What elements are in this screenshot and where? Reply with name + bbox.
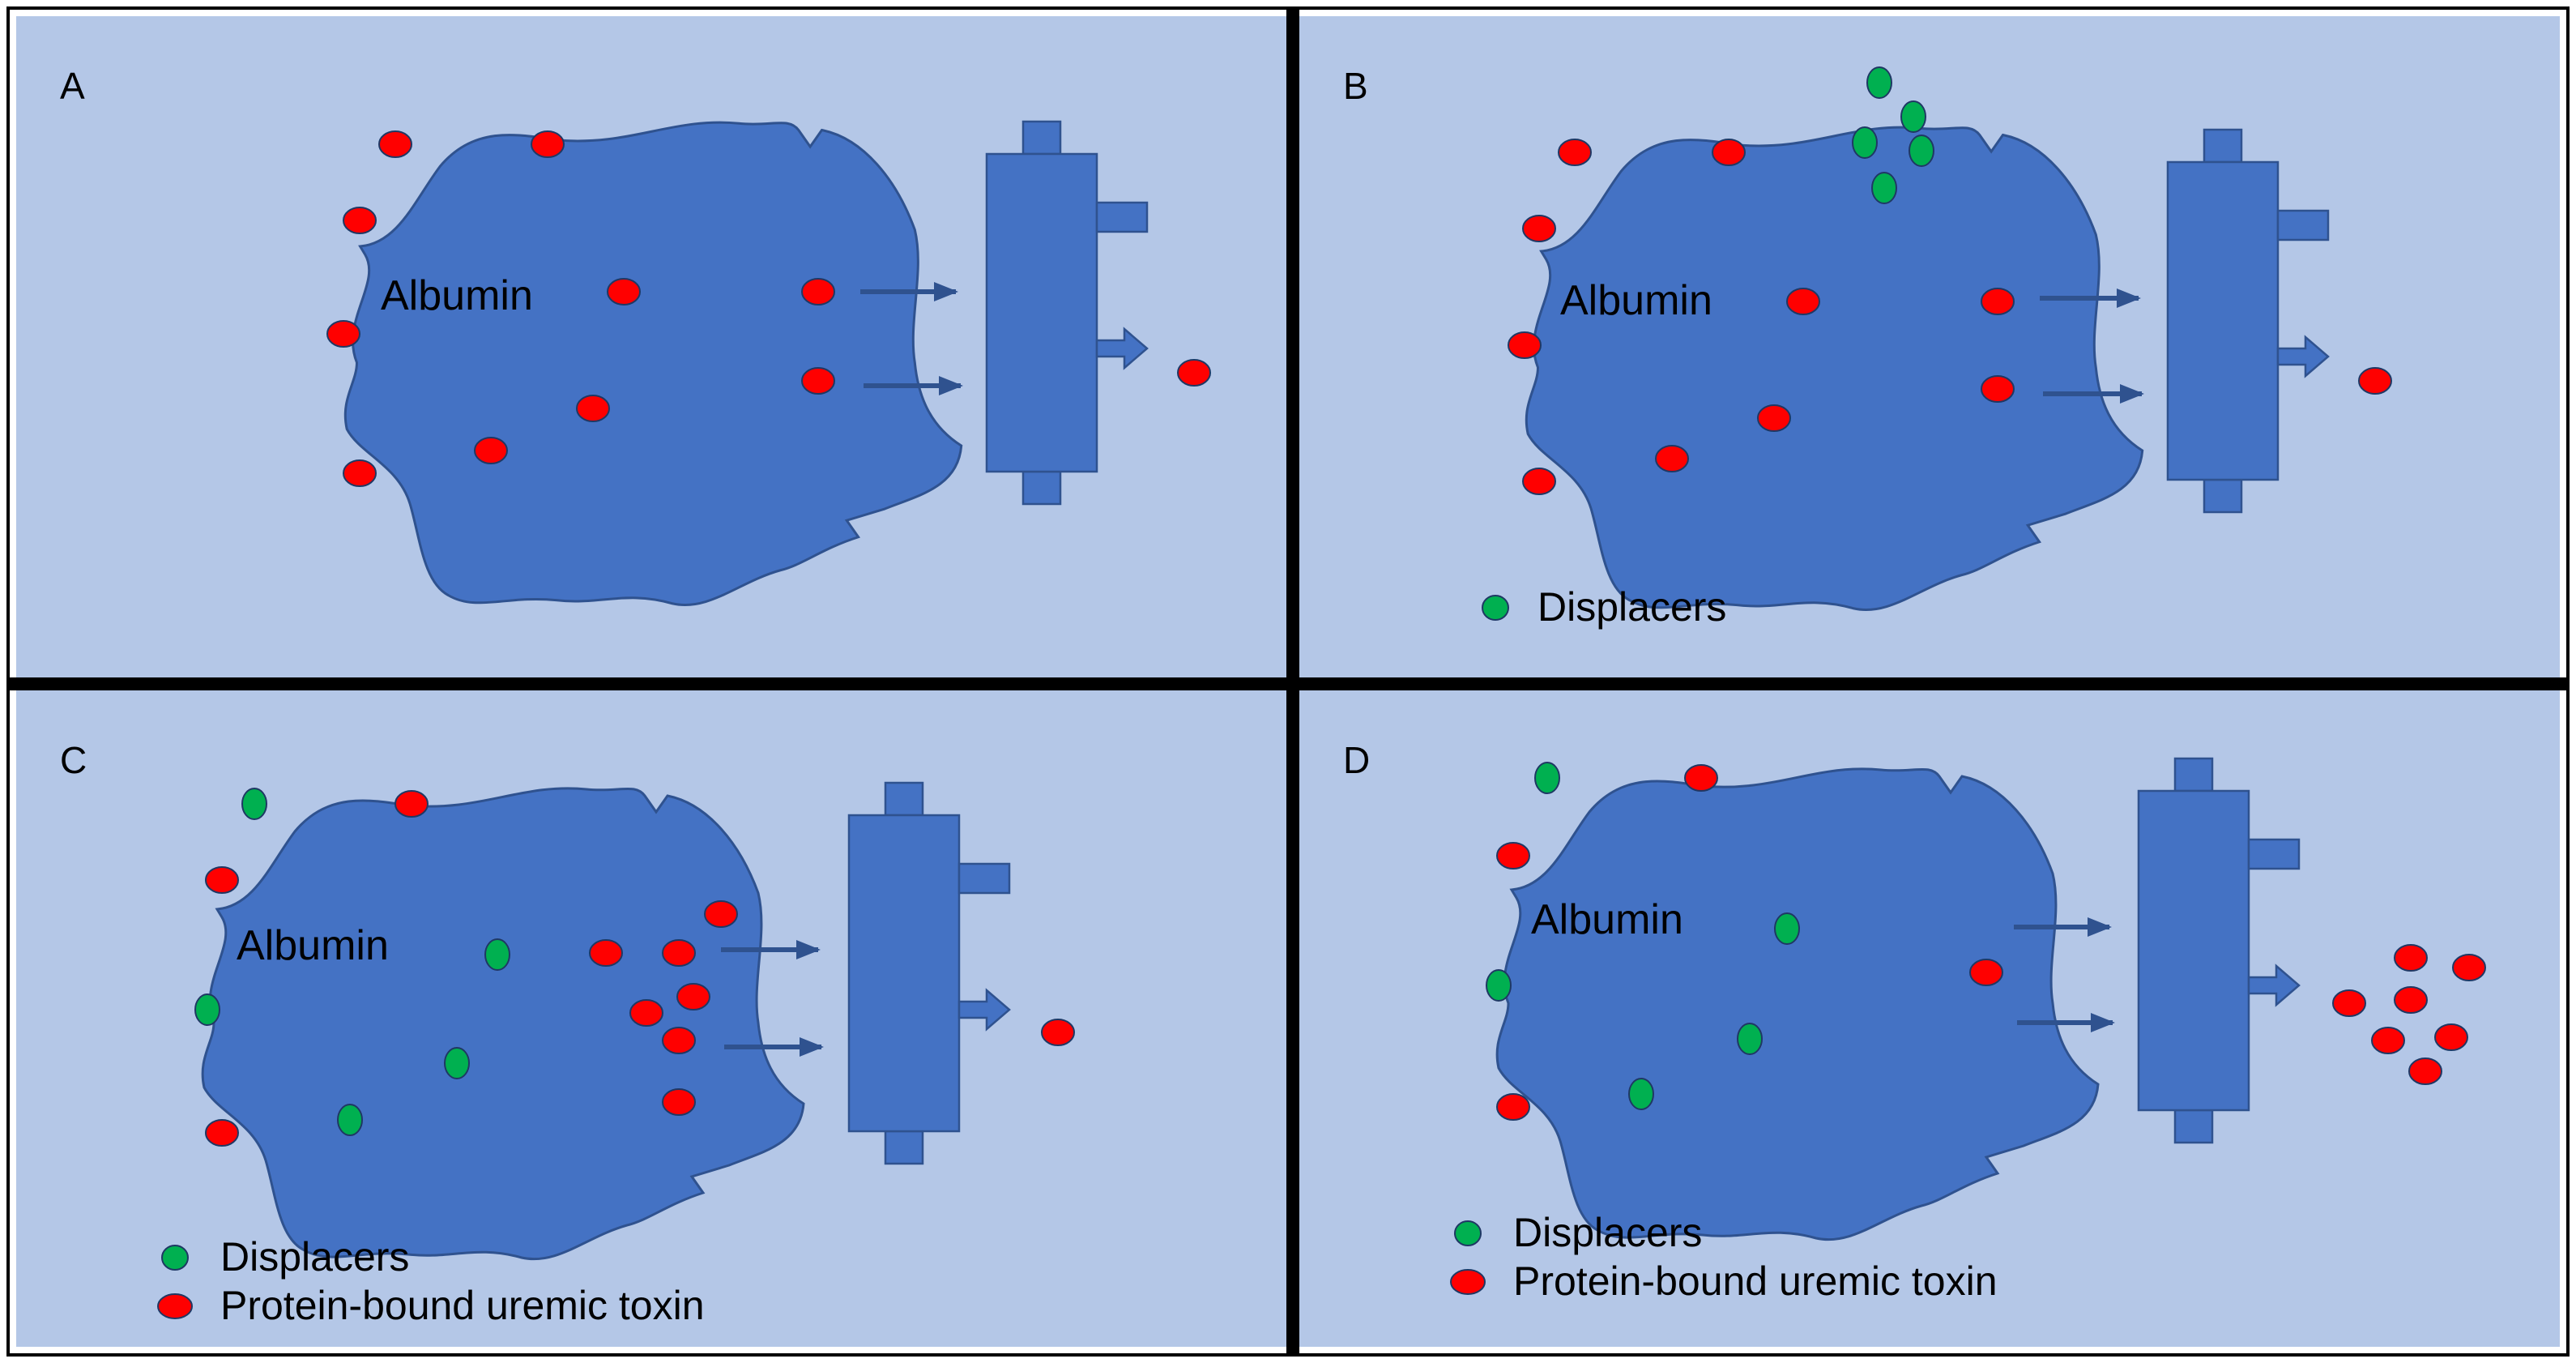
albumin-blob-icon — [1495, 767, 2100, 1241]
dialyzer-icon — [2137, 757, 2301, 1144]
toxin-oval-icon — [157, 1293, 193, 1319]
displacer-oval-icon — [1482, 595, 1509, 621]
toxin-oval-icon — [1177, 359, 1211, 387]
albumin-blob-icon — [343, 121, 963, 606]
displacer-oval-icon — [1900, 100, 1926, 133]
toxin-oval-icon — [1684, 764, 1718, 792]
toxin-oval-icon — [378, 130, 412, 158]
displacer-oval-icon — [1774, 912, 1800, 945]
toxin-oval-icon — [2358, 367, 2392, 395]
toxin-oval-icon — [1981, 375, 2015, 403]
toxin-oval-icon — [2452, 954, 2486, 981]
toxin-oval-icon — [1522, 215, 1556, 242]
toxin-oval-icon — [395, 790, 429, 818]
displacer-oval-icon — [1737, 1023, 1763, 1055]
toxin-oval-icon — [801, 367, 835, 395]
panel-letter: D — [1343, 739, 1370, 781]
displacer-oval-icon — [1628, 1078, 1654, 1110]
toxin-oval-icon — [1508, 331, 1542, 359]
toxin-oval-icon — [2394, 944, 2428, 972]
toxin-oval-icon — [1786, 288, 1820, 315]
toxin-oval-icon — [343, 459, 377, 487]
toxin-oval-icon — [1981, 288, 2015, 315]
legend-label-toxin: Protein-bound uremic toxin — [220, 1283, 705, 1328]
legend: Displacers — [1482, 584, 1726, 630]
panel-letter: C — [60, 739, 87, 781]
displacer-oval-icon — [444, 1047, 470, 1079]
toxin-oval-icon — [205, 1119, 239, 1147]
toxin-oval-icon — [801, 278, 835, 306]
toxin-oval-icon — [1041, 1019, 1075, 1046]
legend-label-displacer: Displacers — [1513, 1210, 1702, 1255]
dialyzer-icon — [847, 781, 1011, 1165]
toxin-oval-icon — [474, 437, 508, 464]
toxin-oval-icon — [1757, 404, 1791, 432]
albumin-label: Albumin — [1531, 896, 1683, 943]
toxin-oval-icon — [1450, 1269, 1486, 1295]
dialyzer-icon — [2166, 128, 2330, 514]
toxin-oval-icon — [2371, 1027, 2405, 1054]
dialyzer-icon — [985, 120, 1149, 506]
legend-label-displacer: Displacers — [1537, 584, 1726, 630]
toxin-oval-icon — [1496, 1093, 1530, 1121]
displacer-oval-icon — [1909, 135, 1934, 167]
toxin-oval-icon — [704, 900, 738, 928]
toxin-oval-icon — [1496, 842, 1530, 870]
toxin-oval-icon — [2394, 986, 2428, 1014]
horizontal-divider — [8, 677, 2568, 690]
toxin-oval-icon — [326, 320, 360, 348]
legend-label-toxin: Protein-bound uremic toxin — [1513, 1258, 1998, 1304]
toxin-oval-icon — [2332, 989, 2366, 1017]
toxin-oval-icon — [2408, 1058, 2442, 1085]
panel-dividers — [6, 6, 2570, 1357]
panel-letter: A — [60, 65, 85, 107]
toxin-oval-icon — [531, 130, 565, 158]
displacer-oval-icon — [1866, 66, 1892, 99]
displacer-oval-icon — [1486, 969, 1512, 1002]
panel-a: A Albumin — [16, 16, 1286, 677]
albumin-label: Albumin — [237, 922, 389, 969]
panel-letter: B — [1343, 65, 1368, 107]
displacer-oval-icon — [161, 1245, 189, 1271]
toxin-oval-icon — [576, 395, 610, 422]
toxin-oval-icon — [589, 939, 623, 967]
displacer-oval-icon — [484, 938, 510, 971]
albumin-label: Albumin — [381, 272, 533, 319]
displacer-oval-icon — [194, 993, 220, 1026]
toxin-oval-icon — [1969, 959, 2003, 986]
displacer-oval-icon — [241, 788, 267, 820]
toxin-oval-icon — [1522, 468, 1556, 495]
displacer-oval-icon — [1454, 1220, 1482, 1246]
displacer-oval-icon — [1852, 126, 1878, 159]
albumin-blob-icon — [201, 787, 805, 1261]
toxin-oval-icon — [662, 939, 696, 967]
toxin-oval-icon — [205, 866, 239, 894]
displacer-oval-icon — [1534, 762, 1560, 794]
toxin-oval-icon — [1558, 139, 1592, 166]
displacer-oval-icon — [1871, 172, 1897, 204]
toxin-oval-icon — [629, 999, 663, 1027]
toxin-oval-icon — [1655, 445, 1689, 472]
toxin-oval-icon — [662, 1027, 696, 1054]
panel-grid: AAlbuminBAlbuminDisplacersCAlbuminDispla… — [16, 16, 2560, 1347]
legend-label-displacer: Displacers — [220, 1234, 409, 1280]
toxin-oval-icon — [343, 207, 377, 234]
displacer-oval-icon — [337, 1104, 363, 1136]
toxin-oval-icon — [1712, 139, 1746, 166]
toxin-oval-icon — [676, 983, 710, 1010]
toxin-oval-icon — [607, 278, 641, 306]
toxin-oval-icon — [2434, 1023, 2468, 1051]
albumin-blob-icon — [1525, 126, 2144, 611]
albumin-label: Albumin — [1560, 277, 1712, 324]
toxin-oval-icon — [662, 1088, 696, 1116]
